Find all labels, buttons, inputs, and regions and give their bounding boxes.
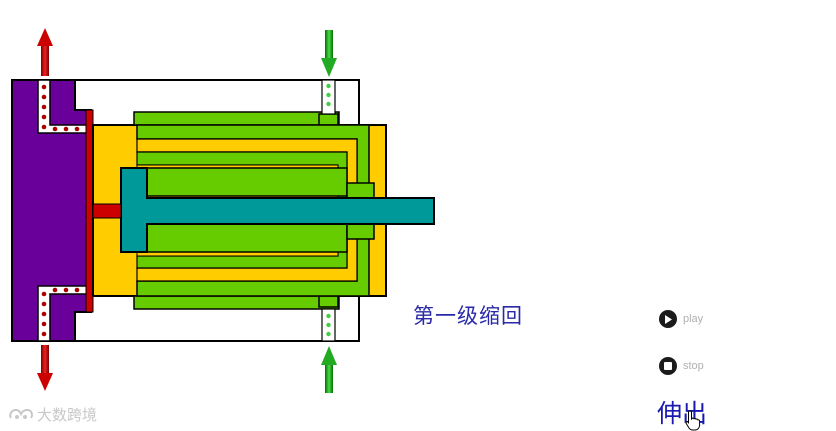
play-button[interactable]: play	[659, 310, 703, 328]
bottom-guide-flange	[133, 295, 340, 310]
upper-piston-block	[146, 167, 348, 197]
cylinder-end-block	[11, 79, 92, 342]
piston-rod	[120, 167, 435, 253]
watermark-logo	[9, 408, 33, 419]
green-inflow-arrow-down	[321, 30, 337, 77]
red-outflow-arrow-down	[37, 345, 53, 391]
red-outflow-arrow-up	[37, 28, 53, 76]
top-guide-flange	[133, 111, 340, 126]
stop-circle-icon	[659, 357, 677, 375]
lower-piston-block	[146, 223, 348, 253]
rod-gland-top	[346, 182, 375, 199]
green-inflow-arrow-up	[321, 346, 337, 393]
bottom-right-port-dots	[326, 313, 331, 337]
pressure-chamber	[85, 109, 94, 313]
top-right-port-dots	[326, 83, 331, 107]
play-circle-icon	[659, 310, 677, 328]
rod-gland-bottom	[346, 223, 375, 240]
watermark: 大数跨境	[8, 404, 97, 425]
stop-label: stop	[683, 360, 704, 372]
top-port-oil-dots	[41, 84, 80, 132]
bottom-guide-lip	[318, 295, 339, 308]
piston-inlet	[92, 203, 122, 219]
play-label: play	[683, 313, 704, 325]
watermark-text: 大数跨境	[37, 406, 98, 424]
stop-button[interactable]: stop	[659, 357, 704, 375]
top-guide-lip	[318, 113, 339, 126]
bottom-port-oil-dots	[41, 287, 80, 337]
stage-status-label: 第一级缩回	[413, 304, 523, 328]
hand-pointer-icon	[685, 410, 701, 431]
